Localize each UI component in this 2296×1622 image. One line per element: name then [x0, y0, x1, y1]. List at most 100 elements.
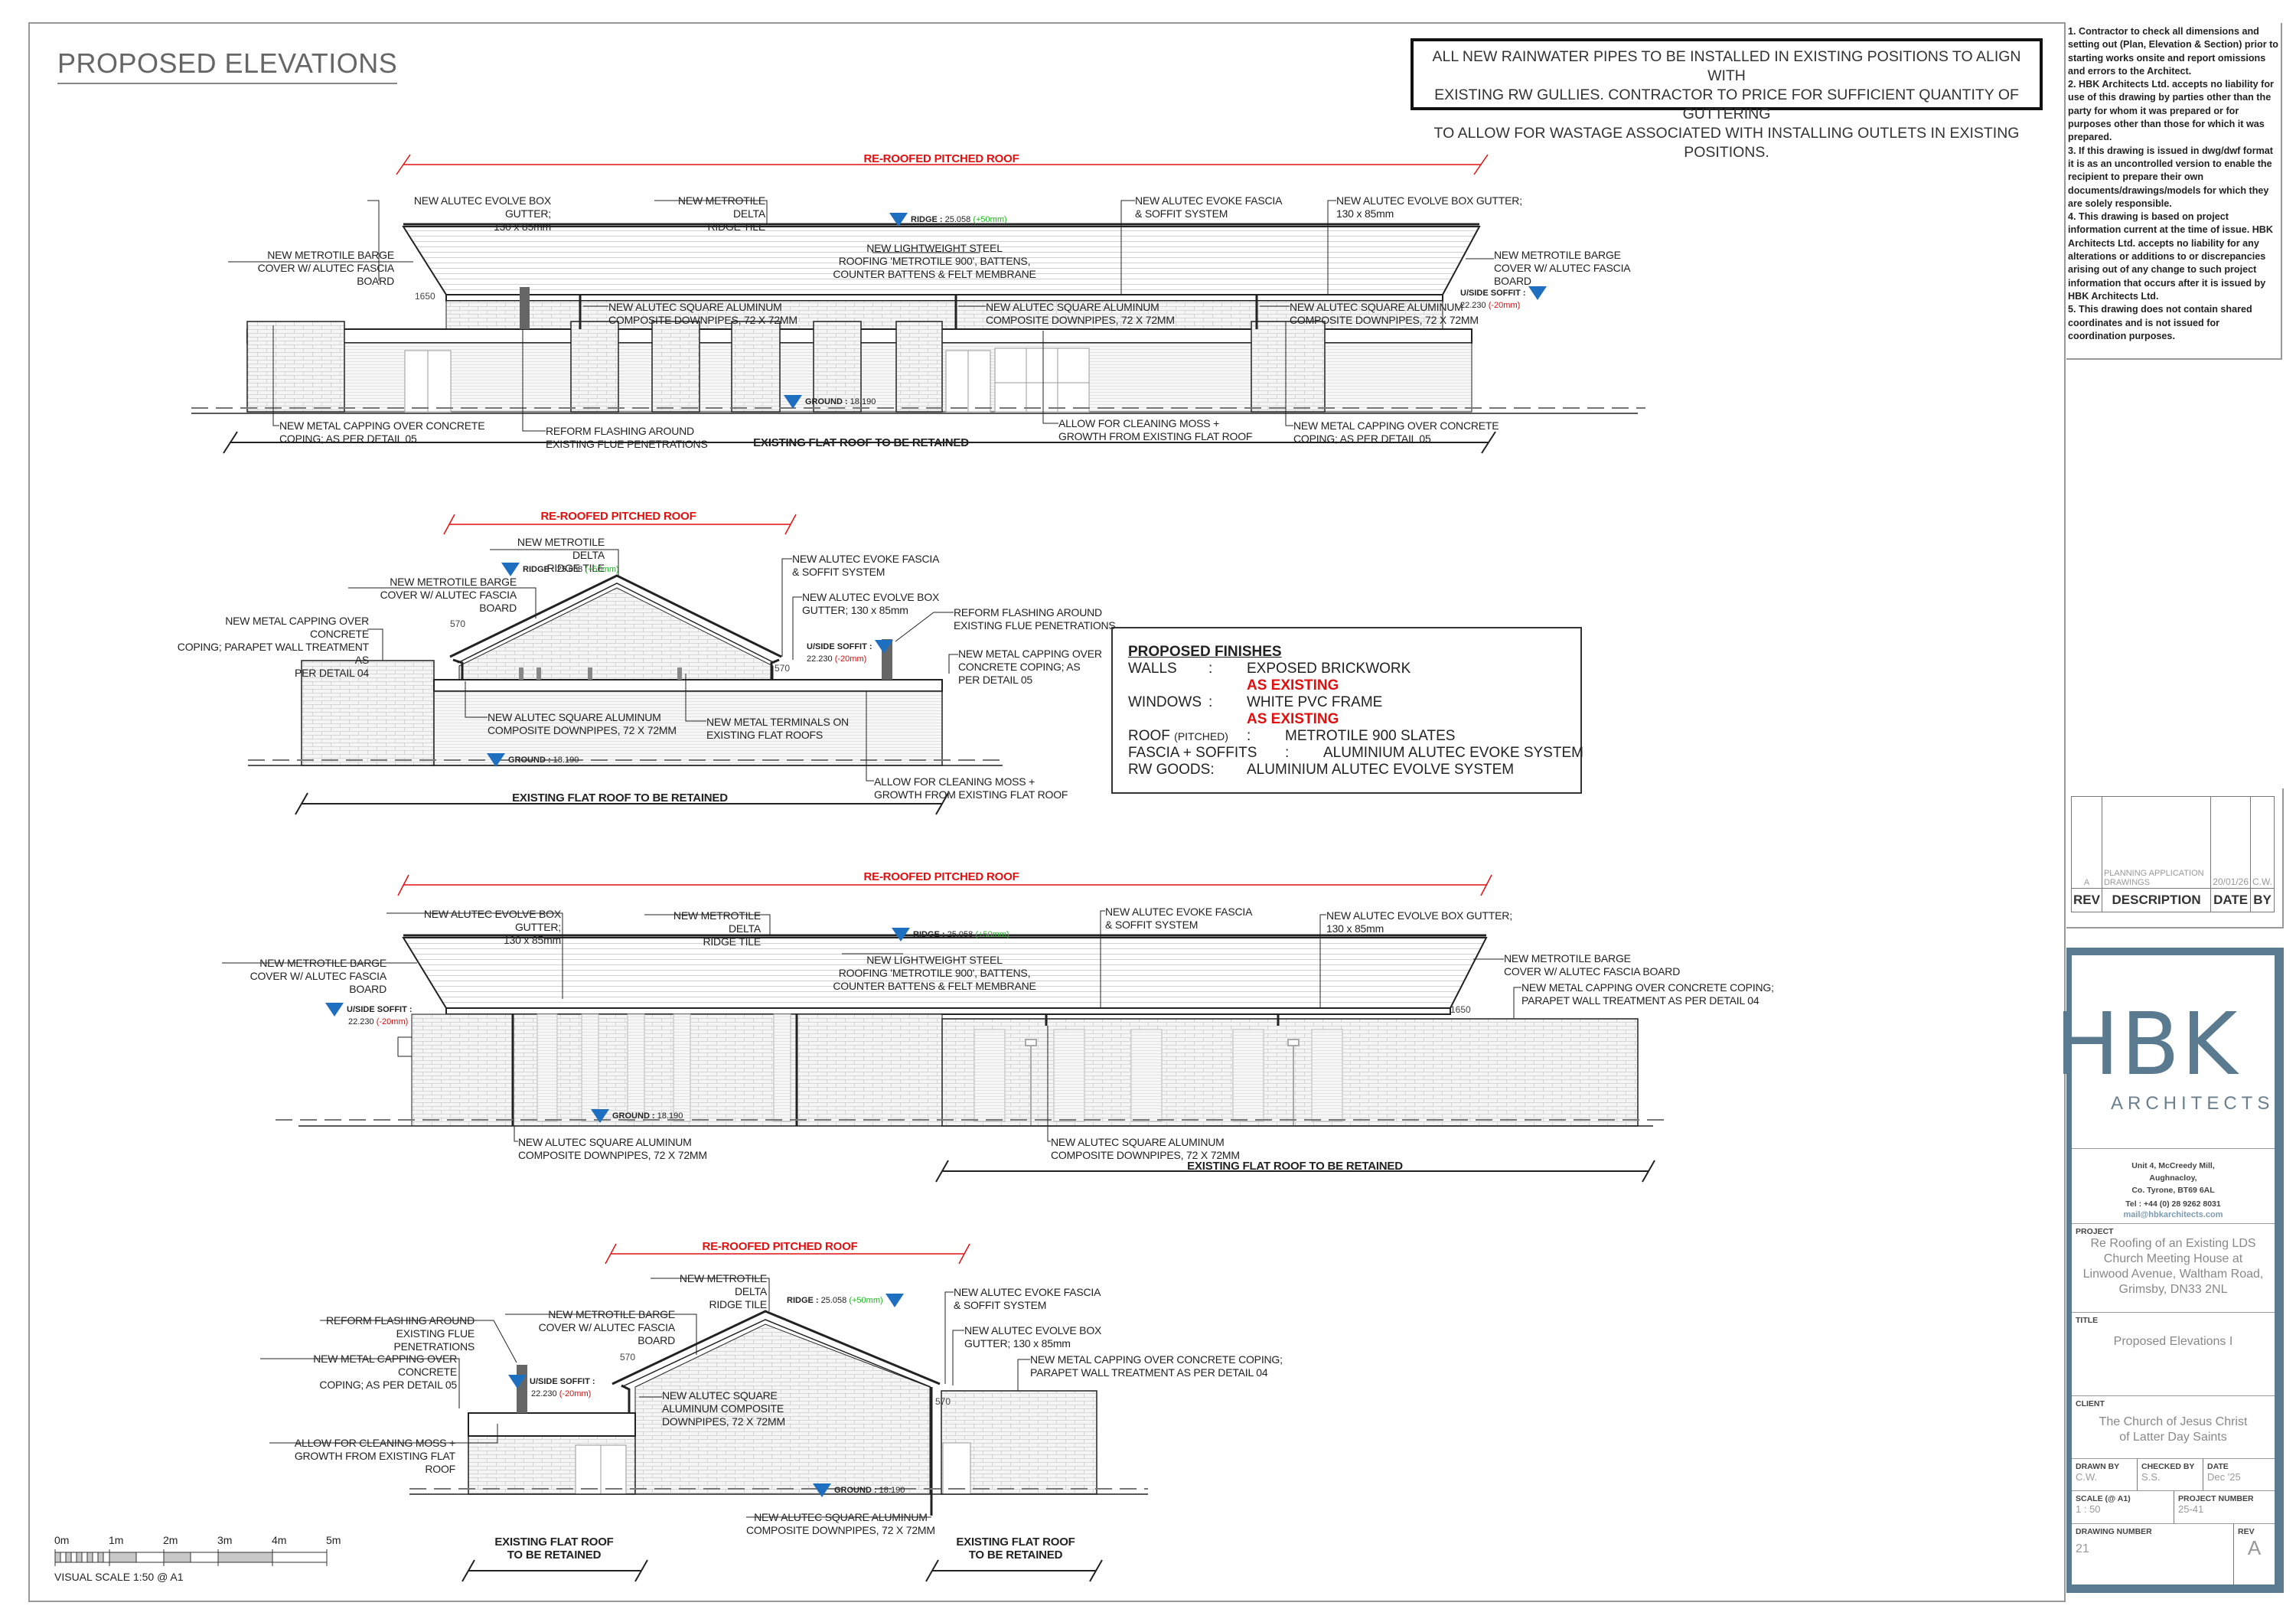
- rainwater-pipes-note: ALL NEW RAINWATER PIPES TO BE INSTALLED …: [1411, 38, 2043, 161]
- note-item: 4. This drawing is based on project info…: [2068, 211, 2273, 302]
- client-caption: CLIENT: [2076, 1399, 2105, 1408]
- roof-dimension-line: [443, 514, 797, 535]
- ridge-level-marker: RIDGE : 25.058 (+50mm): [501, 563, 619, 576]
- elevation-3: [222, 874, 1668, 1183]
- leader-lines: [348, 549, 958, 782]
- project-number-caption: PROJECT NUMBER: [2178, 1494, 2254, 1503]
- flat-roof-label: EXISTING FLAT ROOF TO BE RETAINED: [512, 791, 728, 804]
- side-wall: [941, 1018, 1639, 1127]
- annotation: NEW ALUTEC SQUARE ALUMINUM COMPOSITE DOW…: [662, 1389, 785, 1428]
- ridge-level-marker: RIDGE : 25.058 (+50mm): [892, 928, 1009, 942]
- scale-tick: 5m: [326, 1534, 341, 1546]
- finish-value: ALUMINIUM ALUTEC EVOLVE SYSTEM: [1247, 762, 1515, 778]
- rev-value: A: [2247, 1536, 2262, 1559]
- annotation: NEW ALUTEC SQUARE ALUMINUM COMPOSITE DOW…: [1051, 1136, 1240, 1161]
- separator: :: [1208, 694, 1213, 710]
- ground-level-marker: GROUND : 18.190: [784, 395, 876, 409]
- annotation: REFORM FLASHING AROUND EXISTING FLUE PEN…: [326, 1314, 475, 1353]
- doors-windows: [404, 348, 1090, 413]
- downpipes: [511, 1014, 1280, 1126]
- annotation: NEW ALUTEC SQUARE ALUMINUM COMPOSITE DOW…: [746, 1511, 935, 1536]
- level-marker-icon: [784, 395, 802, 409]
- annotation: NEW LIGHTWEIGHT STEEL ROOFING 'METROTILE…: [833, 954, 1036, 992]
- project-name: Re Roofing of an Existing LDS Church Mee…: [2082, 1237, 2264, 1296]
- finish-label: RW GOODS:: [1128, 762, 1215, 778]
- brick-piers: [246, 321, 1326, 413]
- drawn-by-value: C.W.: [2076, 1471, 2098, 1483]
- flat-roof-label: EXISTING FLAT ROOF TO BE RETAINED: [956, 1536, 1075, 1562]
- annotation: NEW METROTILE BARGE COVER W/ ALUTEC FASC…: [538, 1308, 676, 1346]
- company-phone: Tel : +44 (0) 28 9262 8031: [2125, 1199, 2221, 1209]
- client-section: CLIENT The Church of Jesus Christ of Lat…: [2072, 1395, 2275, 1458]
- dimension: 1650: [415, 291, 435, 302]
- annotation: NEW ALUTEC SQUARE ALUMINUM COMPOSITE DOW…: [986, 301, 1175, 326]
- elevation-4: [260, 1243, 1148, 1582]
- ground-level-marker: GROUND : 18.190: [591, 1109, 683, 1123]
- scale-caption: VISUAL SCALE 1:50 @ A1: [54, 1571, 184, 1583]
- dimension: 1650: [1450, 1004, 1471, 1015]
- annotation: NEW METAL CAPPING OVER CONCRETE COPING; …: [1030, 1353, 1283, 1379]
- annotation: REFORM FLASHING AROUND EXISTING FLUE PEN…: [954, 606, 1116, 632]
- soffit-level-marker: U/SIDE SOFFIT :22.230 (-20mm): [508, 1375, 595, 1399]
- annotation: NEW METAL CAPPING OVER CONCRETE COPING; …: [1521, 981, 1774, 1007]
- level-marker-icon: [813, 1483, 831, 1497]
- level-marker-icon: [325, 1003, 344, 1017]
- pitched-roof: [612, 1310, 941, 1385]
- downpipes: [452, 658, 780, 680]
- annotation: ALLOW FOR CLEANING MOSS + GROWTH FROM EX…: [874, 775, 1068, 801]
- by-cell: C.W.: [2250, 796, 2275, 889]
- title-block: HBK ARCHITECTS Unit 4, McCreedy Mill, Au…: [2055, 948, 2284, 1593]
- client-name: The Church of Jesus Christ of Latter Day…: [2099, 1415, 2248, 1444]
- company-email: mail@hbkarchitects.com: [2123, 1210, 2223, 1219]
- annotation: NEW ALUTEC EVOKE FASCIA & SOFFIT SYSTEM: [1105, 906, 1253, 931]
- dimension: 570: [450, 618, 466, 629]
- annotation: NEW ALUTEC SQUARE ALUMINUM COMPOSITE DOW…: [608, 301, 797, 326]
- level-marker-icon: [1528, 286, 1547, 300]
- drawing-number-value: 21: [2076, 1542, 2089, 1555]
- annotation: ALLOW FOR CLEANING MOSS + GROWTH FROM EX…: [294, 1437, 455, 1475]
- separator: :: [1208, 661, 1213, 677]
- leader-lines: [222, 910, 1521, 1142]
- ground-level-marker: GROUND : 18.190: [487, 753, 579, 767]
- annotation: NEW ALUTEC EVOLVE BOX GUTTER; 130 x 85mm: [802, 591, 940, 616]
- roof-dimension-label: RE-ROOFED PITCHED ROOF: [863, 152, 1019, 165]
- annotation: NEW METROTILE BARGE COVER W/ ALUTEC FASC…: [257, 249, 395, 287]
- annotation: NEW METAL CAPPING OVER CONCRETE COPING; …: [313, 1353, 457, 1391]
- lamps: [1025, 1039, 1300, 1126]
- finish-value: METROTILE 900 SLATES: [1285, 728, 1456, 744]
- date-value: Dec '25: [2207, 1471, 2241, 1483]
- annotation: REFORM FLASHING AROUND EXISTING FLUE PEN…: [546, 425, 708, 450]
- logo-mark: HBK: [2055, 995, 2239, 1095]
- dimension: 570: [935, 1396, 951, 1407]
- annotation: NEW METROTILE DELTA RIDGE TILE: [679, 1272, 767, 1310]
- annotation: NEW METAL CAPPING OVER CONCRETE COPING; …: [177, 615, 369, 679]
- annotation: NEW ALUTEC EVOKE FASCIA & SOFFIT SYSTEM: [1135, 194, 1283, 220]
- project-number-value: 25-41: [2178, 1503, 2204, 1515]
- finish-value: ALUMINIUM ALUTEC EVOKE SYSTEM: [1323, 745, 1583, 761]
- finish-label: WALLS: [1128, 661, 1177, 677]
- scale-tick: 2m: [163, 1534, 178, 1546]
- gable-wall: [458, 587, 774, 680]
- rev-caption: REV: [2238, 1527, 2255, 1536]
- annotation: NEW ALUTEC EVOLVE BOX GUTTER; 130 x 85mm: [1336, 194, 1522, 220]
- annotation: NEW ALUTEC EVOKE FASCIA & SOFFIT SYSTEM: [954, 1286, 1101, 1311]
- roof-dimension-label: RE-ROOFED PITCHED ROOF: [702, 1240, 858, 1253]
- parapet-block: [301, 660, 435, 766]
- revision-table: A PLANNING APPLICATION DRAWINGS 20/01/26…: [2066, 788, 2284, 928]
- flat-roof-dimension-line: [295, 792, 949, 815]
- flat-roof-dimension-line: [461, 1559, 1103, 1582]
- scale-value: 1 : 50: [2076, 1503, 2101, 1515]
- annotation: NEW ALUTEC SQUARE ALUMINUM COMPOSITE DOW…: [518, 1136, 707, 1161]
- annotation: NEW ALUTEC EVOLVE BOX GUTTER; 130 x 85mm: [423, 908, 561, 946]
- checked-by-caption: CHECKED BY: [2141, 1462, 2195, 1471]
- roof-dimension-line: [605, 1243, 970, 1265]
- finish-label: ROOF: [1128, 728, 1170, 744]
- ground-level-marker: GROUND : 18.190: [813, 1483, 905, 1497]
- soffit-level-marker: U/SIDE SOFFIT :22.230 (-20mm): [325, 1003, 413, 1027]
- logo-subtitle: ARCHITECTS: [2111, 1093, 2275, 1114]
- company-logo: HBK ARCHITECTS: [2055, 955, 2275, 1148]
